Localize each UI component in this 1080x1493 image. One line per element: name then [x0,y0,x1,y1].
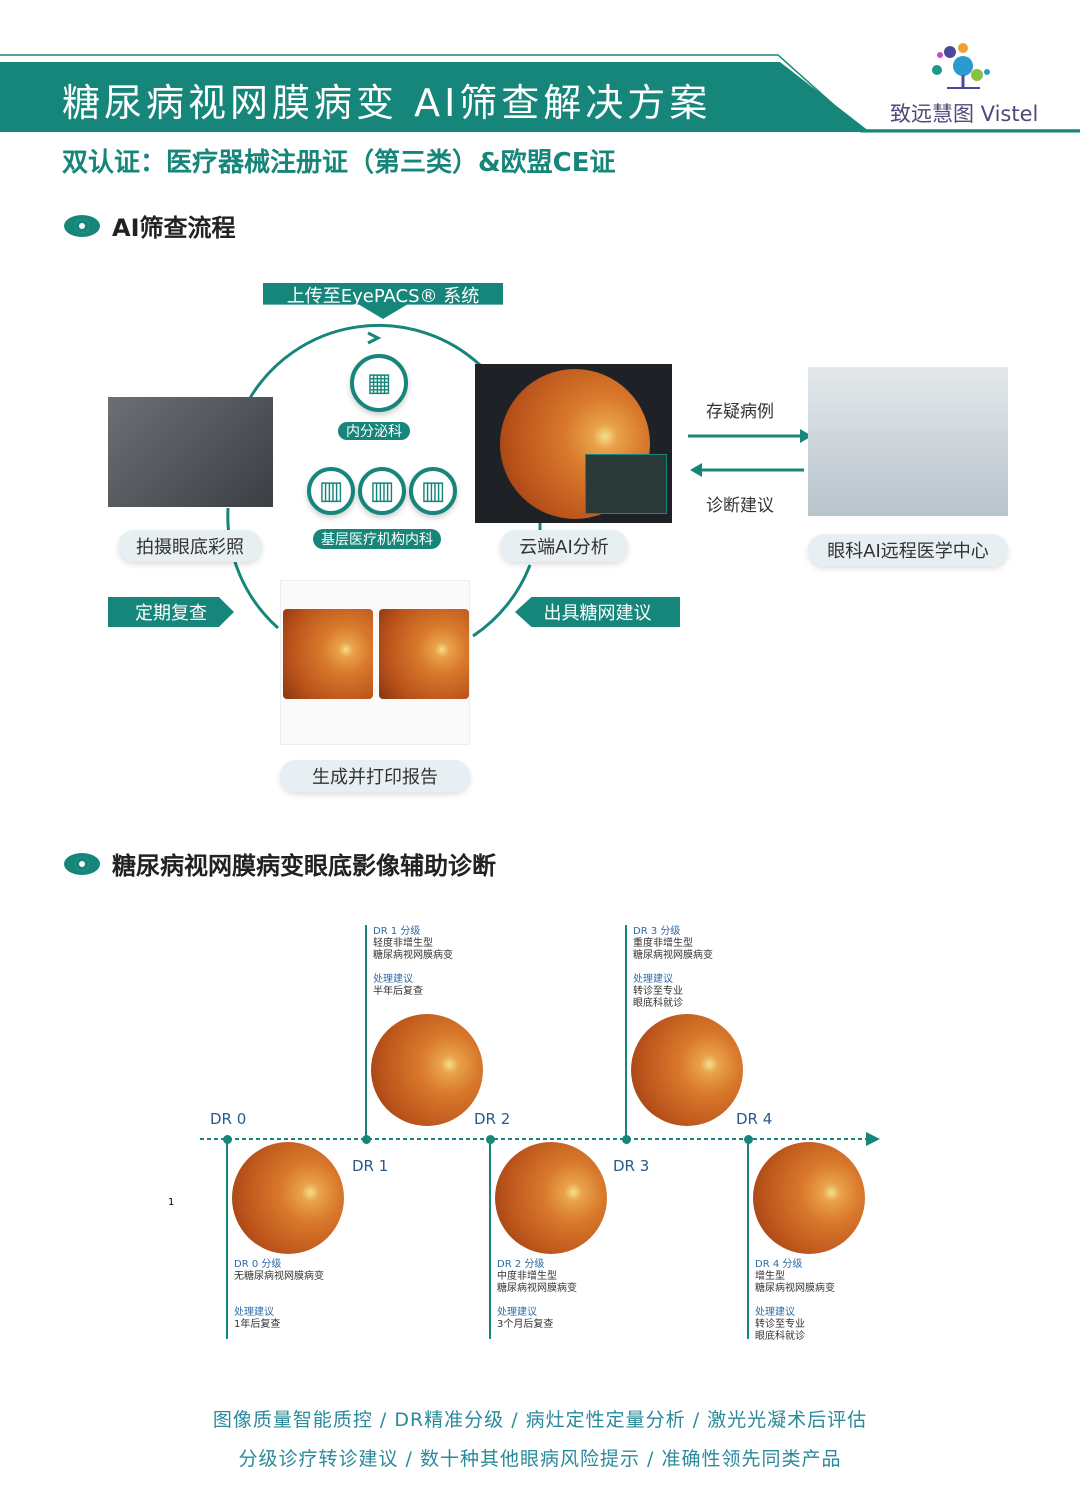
section-title: 糖尿病视网膜病变眼底影像辅助诊断 [112,852,496,880]
stage-desc: 糖尿病视网膜病变 [755,1283,835,1294]
diagnosis-advice-label: 诊断建议 [706,496,774,516]
fundus-image [371,1014,483,1126]
advice-label: 处理建议 [234,1307,274,1318]
section-title: AI筛查流程 [112,214,236,242]
advice-label: 处理建议 [497,1307,537,1318]
stage-advice: 转诊至专业 [755,1319,805,1330]
eye-icon [64,214,100,237]
stage-node [744,1135,753,1144]
stage-line [747,1139,749,1339]
cloud-ai-label: 云端AI分析 [500,530,628,562]
logo-text: 致远慧图 Vistel [890,102,1039,126]
stage-desc: 轻度非增生型 [373,938,433,949]
feature-list-line1: 图像质量智能质控 / DR精准分级 / 病灶定性定量分析 / 激光光凝术后评估 [212,1409,868,1431]
header-band [0,62,870,132]
stage-grade: DR 1 分级 [373,926,421,937]
stage-line [365,925,367,1139]
clinic-icon: ▥ [358,467,406,515]
stage-line [489,1139,491,1339]
stage-desc: 糖尿病视网膜病变 [373,950,453,961]
stage-label: DR 4 [736,1110,773,1128]
stage-desc: 重度非增生型 [633,938,693,949]
advice-label: 处理建议 [373,974,413,985]
primary-care-tag: 基层医疗机构内科 [313,529,441,549]
section-heading-flow: AI筛查流程 [64,208,236,243]
stage-label: DR 2 [474,1110,511,1128]
stage-desc: 中度非增生型 [497,1271,557,1282]
remote-center-photo [808,367,1008,516]
report-label: 生成并打印报告 [280,760,470,792]
header-lines [0,54,1080,133]
page-marker: 1 [168,1197,175,1208]
stage-label: DR 3 [613,1157,650,1175]
stage-advice: 眼底科就诊 [755,1331,805,1342]
stage-advice: 转诊至专业 [633,986,683,997]
clinic-icon: ▥ [409,467,457,515]
timeline-axis [200,1132,880,1146]
stage-advice: 3个月后复查 [497,1319,554,1330]
stage-advice: 1年后复查 [234,1319,281,1330]
stage-line [226,1139,228,1339]
stage-node [486,1135,495,1144]
ai-analysis-screenshot [475,364,672,523]
stage-label: DR 0 [210,1110,247,1128]
stage-grade: DR 2 分级 [497,1259,545,1270]
certification-subtitle: 双认证：医疗器械注册证（第三类）&欧盟CE证 [62,148,616,178]
stage-desc: 糖尿病视网膜病变 [497,1283,577,1294]
stage-node [362,1135,371,1144]
vistel-logo-icon [925,30,995,90]
stage-desc: 无糖尿病视网膜病变 [234,1271,324,1282]
followup-tag: 定期复查 [108,597,234,627]
stage-grade: DR 3 分级 [633,926,681,937]
advice-label: 处理建议 [633,974,673,985]
stage-advice: 半年后复查 [373,986,423,997]
clinic-icon: ▥ [307,467,355,515]
feature-list-line2: 分级诊疗转诊建议 / 数十种其他眼病风险提示 / 准确性领先同类产品 [238,1448,842,1470]
fundus-camera-photo [108,397,273,507]
remote-center-label: 眼科AI远程医学中心 [808,534,1008,566]
endocrine-tag: 内分泌科 [338,422,410,440]
stage-label: DR 1 [352,1157,389,1175]
eye-icon [64,852,100,875]
page-title: 糖尿病视网膜病变 AI筛查解决方案 [62,81,712,125]
stage-grade: DR 0 分级 [234,1259,282,1270]
advice-label: 处理建议 [755,1307,795,1318]
stage-advice: 眼底科就诊 [633,998,683,1009]
section-heading-diagnosis: 糖尿病视网膜病变眼底影像辅助诊断 [64,846,496,881]
stage-node [223,1135,232,1144]
stage-line [625,925,627,1139]
stage-desc: 糖尿病视网膜病变 [633,950,713,961]
stage-info: DR 3 分级重度非增生型糖尿病视网膜病变处理建议转诊至专业眼底科就诊 [633,926,713,1010]
fundus-image [631,1014,743,1126]
report-document [280,580,470,745]
stage-grade: DR 4 分级 [755,1259,803,1270]
capture-label: 拍摄眼底彩照 [118,530,262,562]
fundus-image [753,1142,865,1254]
stage-info: DR 1 分级轻度非增生型糖尿病视网膜病变处理建议半年后复查 [373,926,453,998]
stage-desc: 增生型 [755,1271,785,1282]
stage-info: DR 4 分级增生型糖尿病视网膜病变处理建议转诊至专业眼底科就诊 [755,1259,835,1343]
flow-cycle [226,323,812,638]
suspicious-cases-label: 存疑病例 [706,402,774,422]
dr-advice-tag: 出具糖网建议 [515,597,680,627]
stage-node [622,1135,631,1144]
fundus-image [232,1142,344,1254]
fundus-image [495,1142,607,1254]
hospital-icon: ▦ [350,354,408,412]
